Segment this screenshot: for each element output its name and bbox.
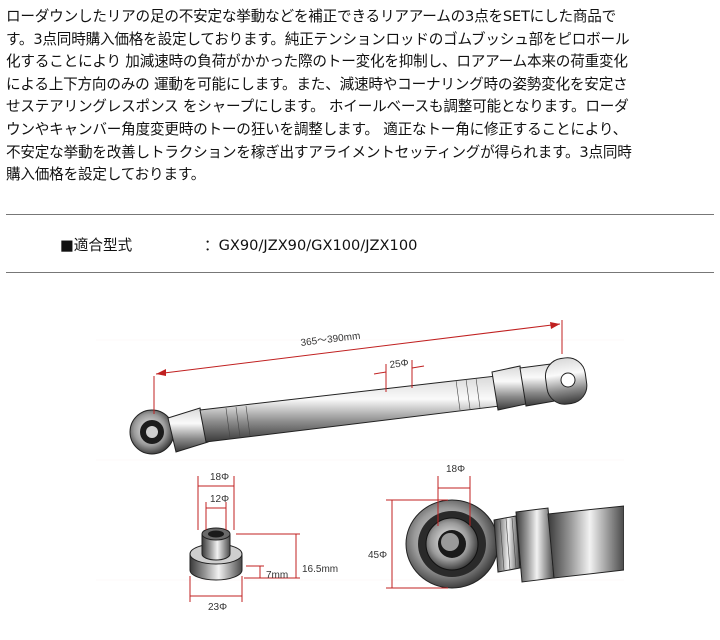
description-line: す。3点同時購入価格を設定しております。純正テンションロッドのゴムブッシュ部をピ… [6,30,630,48]
length-label: 365～390mm [300,331,361,349]
product-description: ローダウンしたリアの足の不安定な挙動などを補正できるリアアームの3点をSETにし… [6,6,714,187]
description-line: せステアリングレスポンス をシャープにします。 ホイールベースも調整可能となりま… [6,98,629,116]
pillow-inner-label: 18Φ [446,464,465,475]
bushing-dimensions [189,476,300,602]
rod-diameter-label: 25Φ [389,358,409,371]
bushing-outer-top-label: 18Φ [210,472,229,483]
pillow-ball-dimensions [386,476,471,589]
bushing-illustration [189,527,243,581]
product-diagram: 365～390mm 25Φ 18Φ 12Φ 16.5 [96,320,624,613]
tension-rod-illustration [129,357,588,455]
bushing-bottom-label: 23Φ [208,602,227,613]
description-line: 化することにより 加減速時の負荷がかかった際のトー変化を抑制し、ロアアーム本来の… [6,53,628,71]
description-line: ウンやキャンバー角度変更時のトーの狂いを調整します。 適正なトー角に修正すること… [6,120,628,138]
pillow-ball-illustration [405,499,624,589]
pillow-outer-label: 45Φ [368,550,387,561]
description-line: による上下方向のみの 運動を可能にします。また、減速時やコーナリング時の姿勢変化… [6,75,628,93]
bushing-height-label: 16.5mm [302,564,338,575]
description-line: 購入価格を設定しております。 [6,166,206,184]
description-line: ローダウンしたリアの足の不安定な挙動などを補正できるリアアームの3点をSETにし… [6,8,617,25]
rod-diameter-dimension [373,360,425,392]
fitment-value: ：GX90/JZX90/GX100/JZX100 [204,237,418,254]
length-dimension [153,320,563,414]
bushing-flange-label: 7mm [266,570,288,581]
divider-bottom [6,272,714,273]
fitment-label: ■適合型式 [60,237,133,254]
description-line: 不安定な挙動を改善しトラクションを稼ぎ出すアライメントセッティングが得られます。… [6,143,632,161]
divider-top [6,214,714,215]
bushing-inner-label: 12Φ [210,494,229,505]
